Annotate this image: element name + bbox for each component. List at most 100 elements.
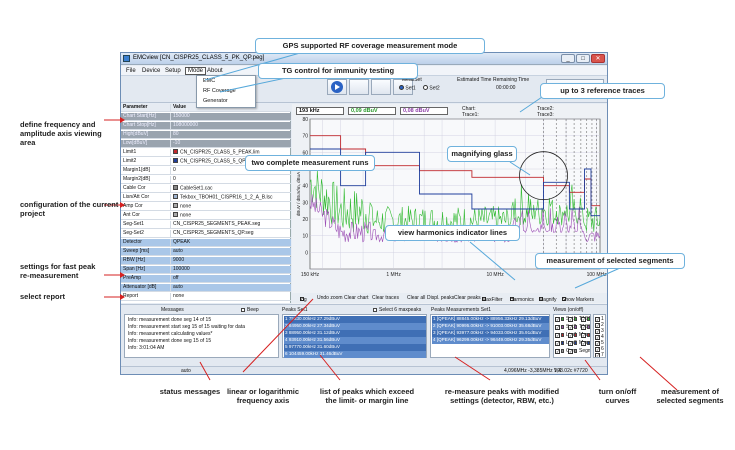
clear-chart-button[interactable]: Clear chart <box>344 295 369 301</box>
grid-row-key: Margin1[dB] <box>123 167 150 173</box>
view-toggle[interactable]: ✓Segment <box>568 348 590 354</box>
minimize-button[interactable]: _ <box>561 54 575 63</box>
mode-menu-rf-coverage[interactable]: RF Coverage <box>203 88 236 94</box>
clear-all-button[interactable]: Clear all <box>407 295 426 301</box>
peak-row[interactable]: 6 104459.00kHz 31.46dBuV <box>284 351 426 358</box>
checkbox-icon: ✓ <box>568 332 573 338</box>
segment-toggle[interactable]: ✓4 <box>595 334 604 340</box>
mode-menu-emc[interactable]: EMC <box>203 78 216 84</box>
segment-toggle[interactable]: ✓2 <box>595 322 604 328</box>
segment-toggle[interactable]: ✓7 <box>595 352 604 357</box>
peak-measurement-row[interactable]: 4 [QPEAK] 96299.00kHz -> 96449.00kHz 29.… <box>432 337 549 344</box>
grid-row-value[interactable]: -10 <box>170 140 290 147</box>
views-title: Views (on/off) <box>553 307 584 313</box>
peak-measurement-row[interactable]: 2 [QPEAK] 90995.00kHz -> 91003.00kHz 35.… <box>432 323 549 330</box>
grid-row-value[interactable]: CN_CISPR25_SEGMENTS_QP.seg <box>170 230 290 237</box>
messages-list[interactable]: Info: measurement done seg 14 of 15 Info… <box>124 314 279 358</box>
beep-checkbox[interactable]: Beep <box>241 307 259 313</box>
grid-row[interactable]: Low[dBuV]-10 <box>121 140 291 148</box>
mode-menu-generator[interactable]: Generator <box>203 98 228 104</box>
grid-row-value[interactable]: 80 <box>170 131 290 138</box>
grid-row-value[interactable]: 0 <box>170 176 290 183</box>
menu-setup[interactable]: Setup <box>165 68 181 74</box>
grid-row-value[interactable]: CableSet1.cac <box>170 185 290 192</box>
grid-row[interactable]: Attenuator [dB]auto <box>121 284 291 292</box>
y-tick-label: 70 <box>302 134 308 140</box>
peak-row[interactable]: 5 97770.00kHz 31.60dBuV <box>284 344 426 351</box>
grid-row-value[interactable]: auto <box>170 248 290 255</box>
view-toggle[interactable]: ✓T3S1 <box>581 332 590 338</box>
grid-row-value[interactable]: none <box>170 203 290 210</box>
view-toggle[interactable]: ✓T2S2 <box>581 324 590 330</box>
grid-row-value-text: Tekbox_TBOH01_CISPR16_1_2_A_B.lsc <box>180 194 273 201</box>
displ-peaks-button[interactable]: Displ. peaks <box>427 295 455 301</box>
peak-row[interactable]: 3 88950.00kHz 31.12dBuV <box>284 330 426 337</box>
grid-row-value[interactable]: CN_CISPR25_SEGMENTS_PEAK.seg <box>170 221 290 228</box>
segment-toggle[interactable]: ✓3 <box>595 328 604 334</box>
segment-toggle[interactable]: ✓6 <box>595 346 604 352</box>
peak-measurement-row[interactable]: 3 [QPEAK] 93977.00kHz -> 94033.00kHz 35.… <box>432 330 549 337</box>
radio-set2[interactable]: Set2 <box>423 85 440 92</box>
grid-row-value[interactable]: off <box>170 275 290 282</box>
grid-row-value[interactable]: 108000000 <box>170 122 290 129</box>
peak-measurement-row[interactable]: 1 [QPEAK] 88845.00kHz -> 88956.33kHz 29.… <box>432 316 549 323</box>
grid-row[interactable]: High[dBuV]80 <box>121 131 291 139</box>
segment-toggle[interactable]: ✓1 <box>595 316 604 322</box>
maximize-button[interactable]: □ <box>576 54 590 63</box>
toolbar-button-3[interactable] <box>371 79 391 95</box>
peak-row[interactable]: 1 75330.00kHz 27.29dBuV <box>284 316 426 323</box>
undo-zoom-button[interactable]: Undo zoom <box>317 295 343 301</box>
grid-row-value[interactable]: CN_CISPR25_CLASS_5_QP.lim <box>170 158 290 165</box>
radio-set1[interactable]: Set1 <box>399 85 416 92</box>
checkbox-icon: ✓ <box>581 324 586 330</box>
peaks-list[interactable]: 1 75330.00kHz 27.29dBuV 2 84950.00kHz 27… <box>282 314 427 358</box>
peak-measurements-list[interactable]: 1 [QPEAK] 88845.00kHz -> 88956.33kHz 29.… <box>430 314 550 358</box>
clear-peaks-button[interactable]: Clear peaks <box>454 295 481 301</box>
grid-row-value[interactable]: 100000 <box>170 266 290 273</box>
grid-row[interactable]: Margin2[dB]0 <box>121 176 291 184</box>
play-button[interactable] <box>327 79 347 95</box>
grid-row-value[interactable]: QPEAK <box>170 239 290 246</box>
close-button[interactable]: ✕ <box>591 54 605 63</box>
grid-row[interactable]: Span [Hz]100000 <box>121 266 291 274</box>
grid-row-value[interactable]: 0 <box>170 167 290 174</box>
grid-row-value[interactable]: Tekbox_TBOH01_CISPR16_1_2_A_B.lsc <box>170 194 290 201</box>
grid-row-value[interactable]: auto <box>170 284 290 291</box>
peak-row[interactable]: 2 84950.00kHz 27.34dBuV <box>284 323 426 330</box>
grid-row-value[interactable]: 150000 <box>170 113 290 120</box>
grid-row[interactable]: Margin1[dB] 0 <box>121 167 291 175</box>
grid-row[interactable]: Sweep [ms]auto <box>121 248 291 256</box>
peak-row[interactable]: 4 93910.00kHz 31.56dBuV <box>284 337 426 344</box>
view-toggle[interactable]: ✓T3S2 <box>581 340 590 346</box>
view-toggle[interactable]: ✓T2S1 <box>581 316 590 322</box>
grid-row-value[interactable]: 9000 <box>170 257 290 264</box>
toolbar-button-2[interactable] <box>349 79 369 95</box>
select-maxpeaks-checkbox[interactable]: Select 6 maxpeaks <box>373 307 421 313</box>
grid-row-value[interactable]: none <box>170 212 290 219</box>
menu-device[interactable]: Device <box>142 68 161 74</box>
grid-row[interactable]: Chart Start[Hz]150000 <box>121 113 291 121</box>
menu-about[interactable]: About <box>207 68 223 74</box>
segment-toggle[interactable]: ✓5 <box>595 340 604 346</box>
menu-file[interactable]: File <box>126 68 136 74</box>
grid-row-value[interactable]: none <box>170 293 290 300</box>
view-color-swatch <box>574 316 577 321</box>
arrowhead <box>120 272 125 278</box>
grid-row-value[interactable]: CN_CISPR25_CLASS_5_PEAK.lim <box>170 149 290 156</box>
clear-traces-button[interactable]: Clear traces <box>372 295 399 301</box>
grid-row[interactable]: Chart Stop[Hz]108000000 <box>121 122 291 130</box>
menu-mode[interactable]: Mode <box>185 67 207 75</box>
grid-row[interactable]: RBW [Hz]9000 <box>121 257 291 265</box>
